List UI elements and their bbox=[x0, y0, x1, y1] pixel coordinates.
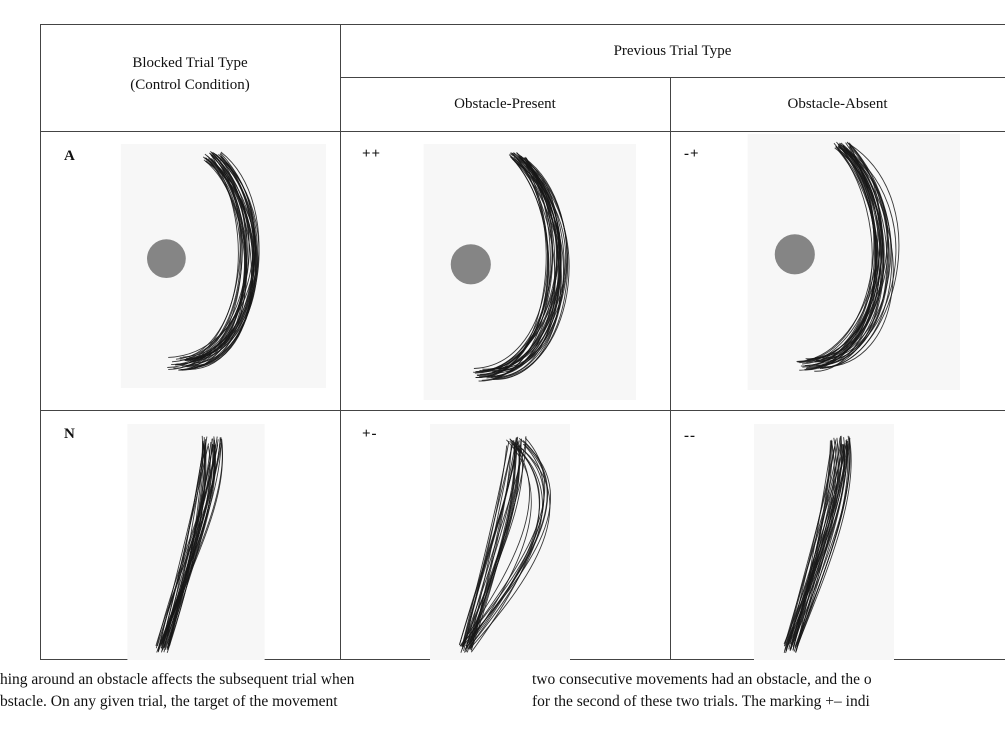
trajectory-trace bbox=[820, 144, 894, 368]
plot-background bbox=[430, 424, 570, 660]
trajectory-trace bbox=[168, 154, 250, 370]
trajectory-trace bbox=[171, 159, 255, 363]
trajectory-trace bbox=[469, 440, 551, 649]
trajectory-plot-plus-minus bbox=[430, 424, 570, 660]
trajectory-trace bbox=[168, 153, 256, 358]
trajectory-panel-A bbox=[98, 144, 326, 388]
trajectory-trace bbox=[175, 152, 239, 360]
trajectory-trace bbox=[185, 152, 253, 360]
trajectory-trace bbox=[473, 155, 548, 369]
caption-right-line2: for the second of these two trials. The … bbox=[532, 693, 870, 710]
trajectory-trace bbox=[167, 441, 204, 649]
trajectory-trace bbox=[818, 142, 893, 369]
trajectory-trace bbox=[821, 143, 882, 363]
panel-label-plus-minus: +- bbox=[362, 426, 378, 442]
trajectory-trace bbox=[788, 441, 837, 650]
row-header-line2: (Control Condition) bbox=[130, 77, 250, 93]
trajectory-trace bbox=[492, 157, 560, 372]
trajectory-trace bbox=[792, 440, 833, 651]
row-divider bbox=[40, 410, 1005, 411]
trajectory-trace bbox=[491, 158, 568, 377]
trajectory-trace bbox=[469, 444, 513, 644]
trajectory-trace bbox=[789, 440, 848, 651]
trajectory-trace bbox=[799, 145, 889, 371]
trajectory-trace bbox=[475, 156, 549, 378]
caption-right-line1: two consecutive movements had an obstacl… bbox=[532, 671, 872, 688]
trajectory-trace bbox=[787, 437, 837, 647]
trajectory-trace bbox=[181, 152, 245, 371]
panel-label-minus-plus: -+ bbox=[684, 146, 700, 162]
trajectory-trace bbox=[473, 158, 553, 373]
obstacle-circle bbox=[774, 234, 815, 275]
trajectory-trace bbox=[793, 437, 839, 652]
column-divider bbox=[670, 77, 671, 660]
trajectory-panel-plus-plus bbox=[400, 144, 636, 400]
trajectory-plot-minus-minus bbox=[754, 424, 894, 660]
obstacle-circle bbox=[147, 239, 186, 279]
trajectory-trace bbox=[462, 440, 510, 644]
previous-trial-header: Previous Trial Type bbox=[613, 43, 732, 59]
panel-label-minus-minus: -- bbox=[684, 428, 696, 444]
panel-label-plus-plus: ++ bbox=[362, 146, 382, 162]
trajectory-trace bbox=[816, 147, 888, 366]
trajectory-panel-minus-plus bbox=[724, 134, 960, 390]
trajectory-trace bbox=[161, 445, 216, 651]
trajectory-trace bbox=[492, 152, 562, 372]
caption-left-line2: bstacle. On any given trial, the target … bbox=[0, 693, 338, 710]
caption-left-column: hing around an obstacle affects the subs… bbox=[0, 669, 496, 713]
trajectory-trace bbox=[491, 157, 565, 380]
trajectory-trace bbox=[186, 159, 246, 366]
row-header-title: Blocked Trial Type (Control Condition) bbox=[40, 52, 340, 96]
column-header-obstacle-present: Obstacle-Present bbox=[454, 96, 556, 112]
trajectory-trace bbox=[796, 436, 852, 648]
trajectory-trace bbox=[795, 438, 851, 653]
trajectory-trace bbox=[466, 440, 549, 644]
trajectory-panel-plus-minus bbox=[400, 424, 600, 660]
trajectory-trace bbox=[164, 443, 206, 650]
trajectory-trace bbox=[459, 445, 518, 646]
trajectory-trace bbox=[794, 435, 843, 647]
trajectory-trace bbox=[805, 147, 885, 360]
panel-label-A: A bbox=[64, 148, 76, 164]
trajectory-trace bbox=[462, 441, 521, 647]
trajectory-plot-plus-plus bbox=[423, 144, 636, 400]
trajectory-trace bbox=[460, 443, 516, 653]
trajectory-trace bbox=[466, 444, 520, 653]
trajectory-panel-N bbox=[98, 424, 294, 660]
trajectory-trace bbox=[464, 439, 532, 650]
trajectory-trace bbox=[467, 440, 543, 649]
trajectory-trace bbox=[468, 437, 518, 650]
trajectory-plot-minus-plus bbox=[747, 134, 960, 390]
trajectory-trace bbox=[785, 441, 847, 652]
caption-right-column: two consecutive movements had an obstacl… bbox=[532, 669, 1005, 713]
trajectory-trace bbox=[821, 143, 900, 369]
row-header-line1: Blocked Trial Type bbox=[132, 55, 248, 71]
header-divider bbox=[340, 77, 1005, 78]
header-bottom-line bbox=[40, 131, 1005, 132]
caption-right-clip: two consecutive movements had an obstacl… bbox=[532, 669, 1005, 752]
trajectory-trace bbox=[182, 156, 255, 358]
trajectory-trace bbox=[164, 444, 205, 648]
trajectory-trace bbox=[155, 444, 219, 649]
trajectory-trace bbox=[187, 158, 247, 360]
obstacle-circle bbox=[450, 244, 491, 285]
trajectory-trace bbox=[784, 444, 844, 644]
trajectory-trace bbox=[482, 152, 553, 370]
trajectory-trace bbox=[806, 142, 883, 361]
caption-left-line1: hing around an obstacle affects the subs… bbox=[0, 671, 355, 688]
panel-label-N: N bbox=[64, 426, 76, 442]
trajectory-plot-N bbox=[127, 424, 265, 660]
column-header-obstacle-absent: Obstacle-Absent bbox=[787, 96, 888, 112]
trajectory-trace bbox=[817, 146, 879, 362]
trajectory-trace bbox=[179, 160, 243, 371]
trajectory-panel-minus-minus bbox=[724, 424, 924, 660]
column-divider bbox=[340, 24, 341, 660]
figure: Blocked Trial Type (Control Condition) P… bbox=[40, 24, 1005, 660]
trajectory-trace bbox=[192, 157, 247, 366]
trajectory-trace bbox=[462, 444, 524, 647]
trajectory-plot-A bbox=[120, 144, 326, 388]
